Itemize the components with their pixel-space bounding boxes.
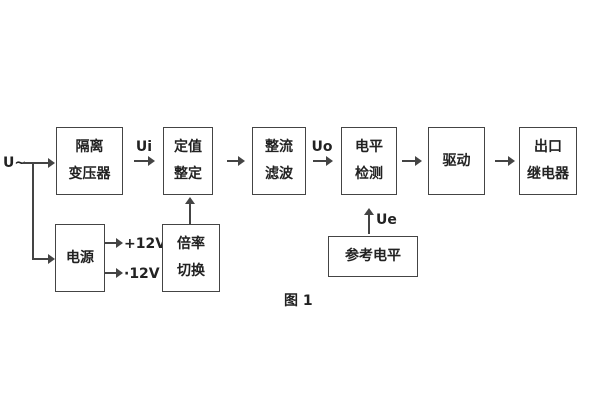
- block-label-line: 隔离: [75, 139, 104, 155]
- block-output-relay: 出口 继电器: [519, 127, 577, 195]
- block-label-line: 切换: [177, 263, 205, 279]
- figure-caption: 图 1: [284, 293, 313, 309]
- block-label-line: 变压器: [68, 166, 111, 182]
- signal-label-ui: Ui: [135, 139, 153, 155]
- arrow-driver-to-relay: [495, 156, 515, 166]
- arrow-input-to-power: [33, 254, 55, 264]
- block-power-supply: 电源: [55, 224, 105, 292]
- arrow-setting-to-rectifier: [227, 156, 245, 166]
- input-stub-line: [23, 162, 33, 164]
- block-label-line: 电源: [66, 249, 94, 266]
- arrow-transformer-to-setting: [134, 156, 155, 166]
- signal-label-uo: Uo: [311, 139, 333, 155]
- arrow-input-to-transformer: [33, 158, 55, 168]
- block-ratio-switch: 倍率 切换: [162, 224, 220, 292]
- block-rectifier-filter: 整流 滤波: [252, 127, 306, 195]
- arrow-rectifier-to-level: [313, 156, 333, 166]
- block-isolation-transformer: 隔离 变压器: [56, 127, 123, 195]
- block-label-line: 继电器: [527, 166, 569, 182]
- arrow-power-plus12v: [105, 238, 123, 248]
- signal-label-plus12v: +12V: [124, 236, 167, 252]
- block-level-detection: 电平 检测: [341, 127, 397, 195]
- arrow-reference-to-level: [364, 208, 374, 234]
- block-label-line: 检测: [355, 166, 383, 182]
- arrow-level-to-driver: [402, 156, 422, 166]
- block-label-line: 定值: [174, 139, 202, 155]
- block-label-line: 电平: [355, 139, 383, 155]
- block-setting: 定值 整定: [163, 127, 213, 195]
- block-label-line: 整定: [174, 166, 202, 182]
- signal-label-ue: Ue: [376, 212, 397, 228]
- arrow-ratio-to-setting: [185, 197, 195, 224]
- block-label-line: 倍率: [177, 236, 205, 252]
- block-label-line: 滤波: [265, 166, 293, 182]
- signal-label-input: U~: [3, 155, 27, 171]
- input-branch-line: [32, 163, 34, 260]
- block-driver: 驱动: [428, 127, 485, 195]
- arrow-power-minus12v: [105, 268, 123, 278]
- block-label-line: 出口: [534, 139, 562, 155]
- block-label-line: 驱动: [442, 152, 471, 169]
- block-label-line: 整流: [265, 139, 293, 155]
- block-label-line: 参考电平: [345, 248, 401, 264]
- signal-label-minus12v: ·12V: [124, 266, 160, 282]
- block-reference-level: 参考电平: [328, 236, 418, 277]
